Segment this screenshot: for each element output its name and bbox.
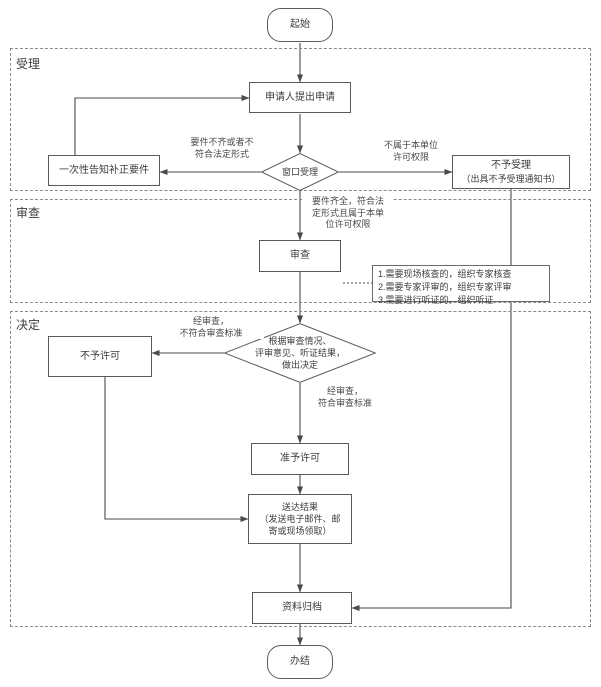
review-note-line-1: 1.需要现场核查的，组织专家核查: [378, 269, 512, 279]
swimlane-review: [10, 199, 591, 303]
node-grant-permit[interactable]: 准予许可: [251, 443, 349, 475]
swimlane-acceptance-label: 受理: [16, 57, 41, 71]
diamond-shape: [261, 153, 339, 191]
node-window-acceptance-label: 窗口受理: [281, 166, 318, 177]
node-start-label: 起始: [290, 19, 310, 31]
node-reject-acceptance-line2: （出具不予受理通知书）: [461, 173, 561, 184]
node-deliver-result-line2: （发送电子邮件、邮: [259, 513, 341, 524]
node-review-label: 审查: [290, 250, 310, 262]
edge-label-meet-standard: 经审查， 符合审查标准: [304, 386, 386, 410]
swimlane-review-label: 审查: [16, 206, 41, 220]
node-deliver-result[interactable]: 送达结果 （发送电子邮件、邮 寄或现场领取）: [248, 494, 352, 544]
swimlane-decision-label: 决定: [16, 318, 41, 332]
node-end[interactable]: 办结: [267, 645, 333, 679]
swimlane-decision: [10, 311, 591, 627]
node-notify-correction[interactable]: 一次性告知补正要件: [48, 155, 160, 186]
node-notify-correction-label: 一次性告知补正要件: [59, 164, 149, 176]
node-no-permit-label: 不予许可: [80, 350, 120, 362]
node-reject-acceptance-line1: 不予受理: [491, 160, 531, 172]
node-deliver-result-line3: 寄或现场领取）: [268, 526, 332, 537]
review-note-line-2: 2.需要专家评审的，组织专家评审: [378, 282, 512, 293]
node-make-decision-label: 根据审查情况、 评审意见、听证结果， 做出决定: [254, 335, 345, 371]
node-submit-application[interactable]: 申请人提出申请: [249, 82, 351, 113]
edge-label-complete-qualified: 要件齐全，符合法 定形式且属于本单 位许可权限: [304, 196, 392, 232]
node-submit-application-label: 申请人提出申请: [265, 91, 335, 103]
node-window-acceptance[interactable]: 窗口受理: [261, 153, 339, 191]
node-deliver-result-line1: 送达结果: [281, 501, 318, 512]
review-note: 1.需要现场核查的，组织专家核查 2.需要专家评审的，组织专家评审 3.需要进行…: [372, 265, 550, 305]
node-archive-label: 资料归档: [282, 602, 322, 614]
node-no-permit[interactable]: 不予许可: [48, 336, 152, 377]
node-reject-acceptance[interactable]: 不予受理 （出具不予受理通知书）: [452, 155, 570, 189]
edge-label-fail-standard: 经审查， 不符合审查标准: [158, 316, 264, 340]
node-end-label: 办结: [290, 656, 310, 668]
node-archive[interactable]: 资料归档: [252, 592, 352, 624]
review-note-line-3: 3.需要进行听证的，组织听证: [378, 295, 494, 306]
node-grant-permit-label: 准予许可: [280, 453, 320, 465]
edge-label-incomplete: 要件不齐或者不 符合法定形式: [177, 137, 267, 161]
edge-label-out-of-scope: 不属于本单位 许可权限: [372, 140, 450, 164]
node-start[interactable]: 起始: [267, 8, 333, 42]
node-review[interactable]: 审查: [259, 240, 341, 272]
